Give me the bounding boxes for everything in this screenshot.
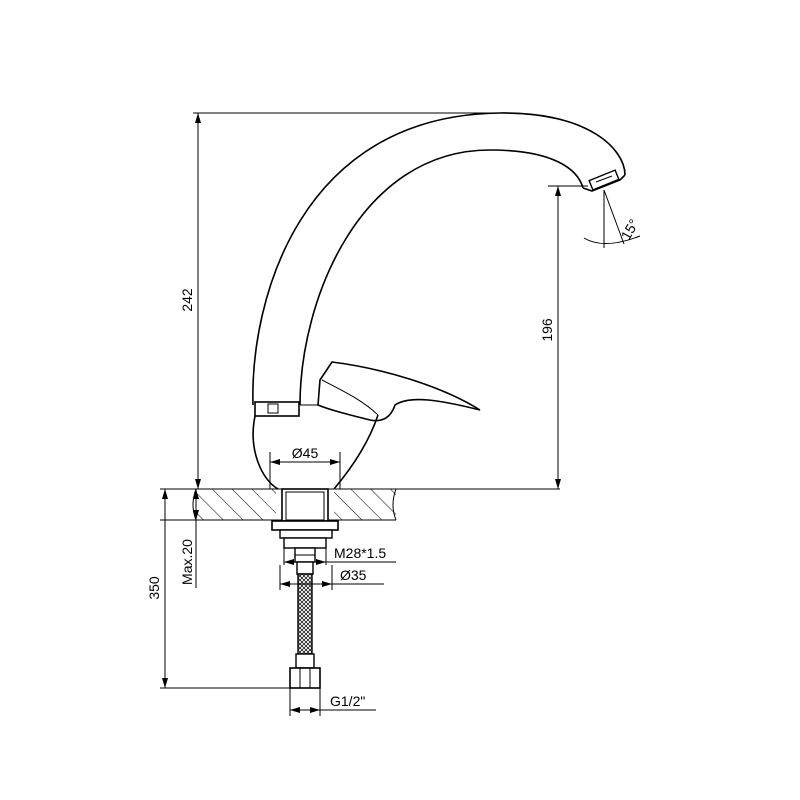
spout-angle-label: 15° xyxy=(617,216,641,242)
dimension-spout-angle: 15° xyxy=(583,189,642,248)
faucet-body xyxy=(252,112,626,490)
mounting-shank xyxy=(271,488,339,563)
max-thickness-label: Max.20 xyxy=(179,539,195,585)
connector-label: G1/2" xyxy=(330,693,365,709)
dimension-spout-height: 196 xyxy=(539,185,588,489)
dimension-hose-length: 350 xyxy=(146,489,290,689)
dimension-base-diameter: Ø45 xyxy=(269,445,341,489)
dimension-total-height: 242 xyxy=(179,112,500,489)
dimension-shank-diameter: Ø35 xyxy=(279,565,384,590)
countertop xyxy=(160,488,560,521)
dimension-max-thickness: Max.20 xyxy=(179,489,199,588)
base-diameter-label: Ø45 xyxy=(292,445,319,461)
spout-height-label: 196 xyxy=(539,318,555,342)
total-height-label: 242 xyxy=(179,288,195,312)
dimension-connector: G1/2" xyxy=(289,688,376,716)
thread-label: M28*1.5 xyxy=(334,545,386,561)
dimension-thread: M28*1.5 xyxy=(283,545,396,565)
hose-length-label: 350 xyxy=(146,576,162,600)
flexible-hose xyxy=(289,561,321,689)
shank-diameter-label: Ø35 xyxy=(340,567,367,583)
